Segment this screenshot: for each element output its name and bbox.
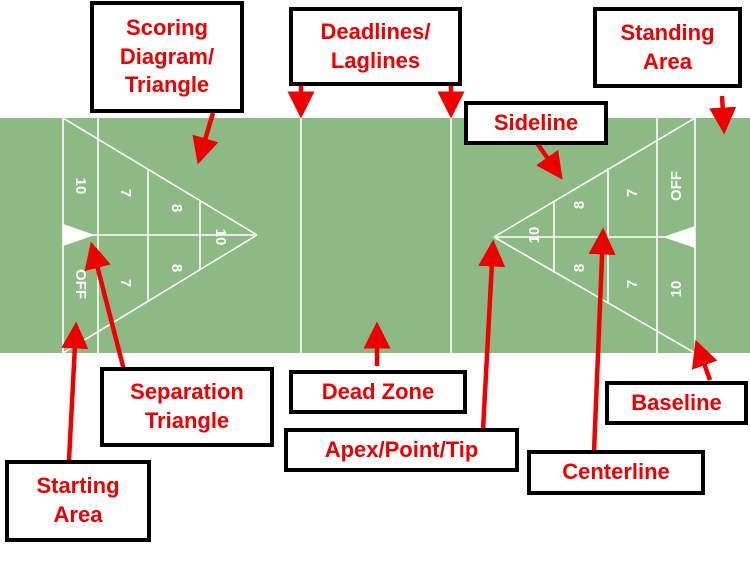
deadlines-label: Deadlines/ Laglines <box>289 7 462 86</box>
court-numbers: 10 OFF 7 7 8 8 10 10 8 8 7 7 OFF 10 <box>72 171 685 299</box>
starting-area-label: Starting Area <box>5 460 151 542</box>
deadlines-line-1: Deadlines/ <box>320 18 431 44</box>
sideline-arrow <box>535 141 563 180</box>
separation-triangle-line-1: Separation <box>130 379 244 405</box>
apex-label: Apex/Point/Tip <box>284 428 519 472</box>
right-8-top: 8 <box>571 201 588 209</box>
right-10-bottom: 10 <box>668 281 685 298</box>
left-8-bottom: 8 <box>168 264 185 272</box>
apex-line-1: Apex/Point/Tip <box>324 436 479 462</box>
left-10-tip: 10 <box>212 229 229 246</box>
scoring-diagram-label: Scoring Diagram/ Triangle <box>90 1 244 113</box>
right-8-bottom: 8 <box>571 264 588 272</box>
left-separation-triangle <box>63 224 95 246</box>
left-8-top: 8 <box>168 204 185 212</box>
right-7-bottom: 7 <box>624 280 641 288</box>
standing-area-label: Standing Area <box>593 7 742 88</box>
standing-area-line-1: Standing <box>620 19 715 45</box>
callout-arrows <box>61 72 737 461</box>
standing-area-arrow <box>709 95 737 135</box>
baseline-label: Baseline <box>605 381 748 425</box>
scoring-diagram-line-1: Scoring <box>126 15 208 41</box>
right-10-tip: 10 <box>526 227 543 244</box>
sideline-label: Sideline <box>464 101 608 145</box>
separation-triangle-arrow <box>84 241 127 371</box>
left-10-top: 10 <box>72 178 89 195</box>
centerline-label: Centerline <box>527 450 705 495</box>
right-off: OFF <box>668 171 685 201</box>
right-sideline-lower <box>493 236 696 354</box>
dead-zone-label: Dead Zone <box>289 370 467 414</box>
centerline-arrow <box>588 227 616 453</box>
left-7-top: 7 <box>117 189 134 197</box>
scoring-diagram-line-2: Diagram/ <box>119 43 215 69</box>
centerline-line-1: Centerline <box>562 459 670 485</box>
scoring-diagram-arrow <box>192 112 219 165</box>
right-7-top: 7 <box>624 189 641 197</box>
scoring-diagram-line-3: Triangle <box>124 72 210 98</box>
starting-area-arrow <box>61 321 89 461</box>
starting-area-line-1: Starting <box>36 473 120 499</box>
standing-area-line-2: Area <box>643 48 692 74</box>
starting-area-line-2: Area <box>53 502 103 527</box>
left-sideline-lower <box>62 234 258 354</box>
left-off: OFF <box>72 269 89 299</box>
left-sideline-upper <box>62 117 258 236</box>
baseline-arrow <box>691 339 718 381</box>
sideline-line-1: Sideline <box>493 109 579 135</box>
left-7-bottom: 7 <box>117 279 134 287</box>
separation-triangle-label: Separation Triangle <box>100 367 274 447</box>
apex-arrow <box>478 239 506 431</box>
right-sideline-upper <box>493 117 696 238</box>
dead-zone-line-1: Dead Zone <box>321 378 435 404</box>
separation-triangle-line-2: Triangle <box>144 408 230 433</box>
deadlines-line-2: Laglines <box>330 47 421 73</box>
right-separation-triangle <box>663 226 695 248</box>
baseline-line-1: Baseline <box>631 389 722 415</box>
